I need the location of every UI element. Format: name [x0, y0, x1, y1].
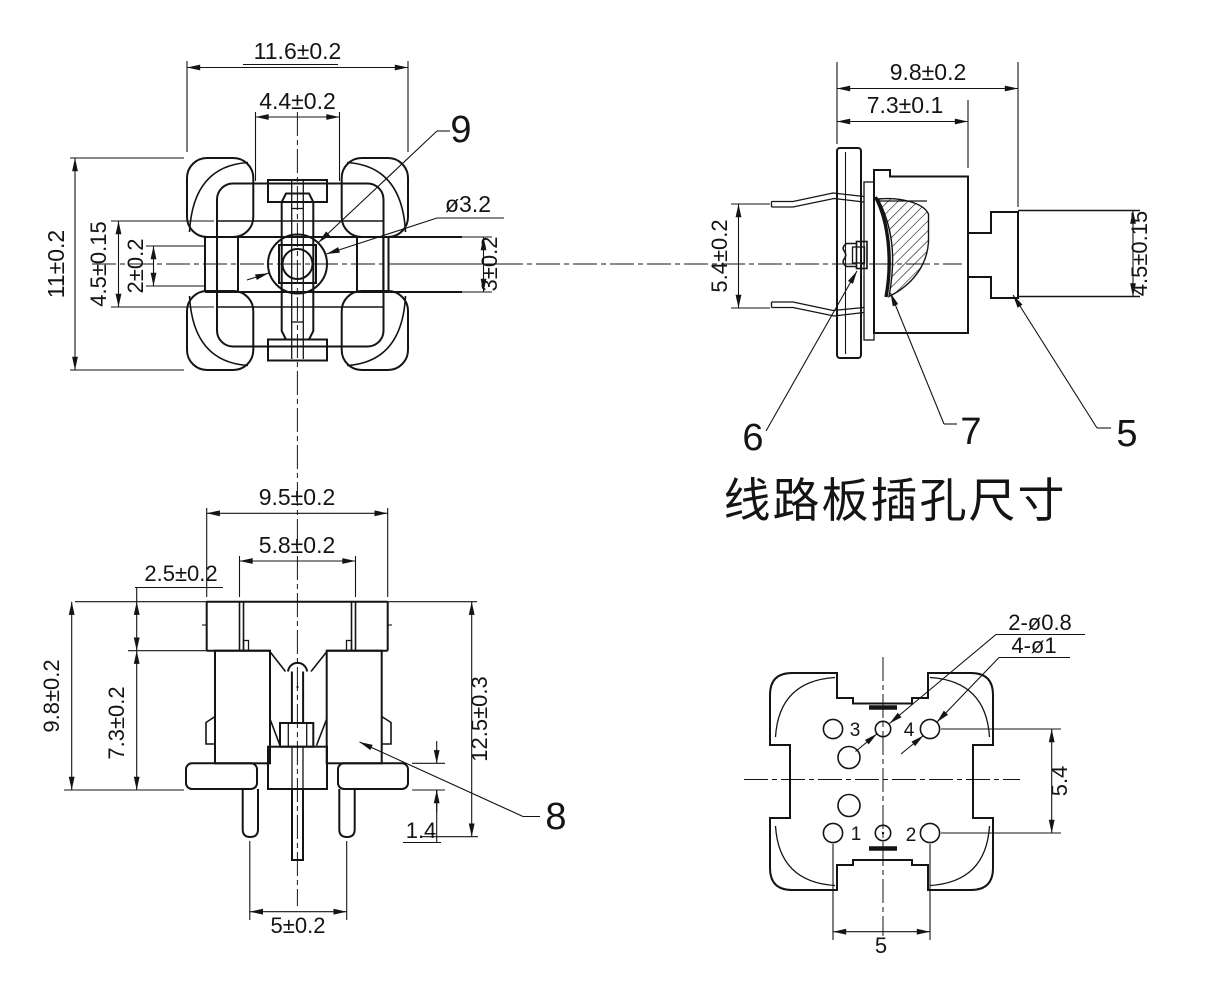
dim-front-flange-thickness: 1.4 [406, 818, 437, 843]
pcb-outline [769, 672, 994, 891]
dim-front-total-height: 12.5±0.3 [467, 676, 492, 761]
front-view-pin-right [338, 789, 356, 839]
side-view-body [873, 169, 969, 334]
pcb-hole-1 [822, 822, 844, 844]
pcb-pin-label-1: 1 [851, 824, 862, 845]
dim-front-step-height: 2.5±0.2 [144, 561, 217, 586]
dim-pcb-small-holes: 2-ø0.8 [1008, 610, 1072, 635]
pcb-large-hole-a [837, 745, 861, 770]
pcb-large-hole-b [837, 793, 861, 818]
pcb-hole-3 [822, 718, 844, 740]
pcb-pin-label-2: 2 [906, 825, 917, 846]
front-view-block-right [325, 649, 383, 765]
top-view-rotor-square [278, 244, 317, 284]
dim-front-block-height: 7.3±0.2 [104, 686, 129, 759]
dim-front-leg-span: 5.8±0.2 [259, 532, 336, 558]
front-view-flange-left [185, 762, 258, 790]
front-view: 9.5±0.2 5.8±0.2 2.5±0.2 7.3±0.2 9.8±0.2 … [39, 484, 567, 938]
dim-top-window-height: 4.5±0.15 [86, 221, 111, 306]
pcb-small-hole-bottom [874, 824, 892, 842]
side-view-element-arc [874, 196, 891, 298]
dim-side-body-width: 7.3±0.1 [867, 92, 944, 118]
dim-top-tab-height: 2±0.2 [123, 239, 148, 294]
dim-side-shaft-height: 4.5±0.15 [1127, 211, 1152, 296]
dim-top-overall-width: 11.6±0.2 [254, 38, 342, 64]
dim-pcb-col-spacing: 5 [875, 933, 887, 958]
callout-7: 7 [960, 411, 981, 453]
front-view-pin-left [241, 789, 259, 839]
side-view-flange [836, 147, 862, 359]
dim-front-pin-pitch: 5±0.2 [271, 913, 326, 938]
top-view-top-tab [267, 179, 328, 203]
dim-side-overall-width: 9.8±0.2 [890, 59, 967, 85]
dim-side-terminal-span: 5.4±0.2 [707, 219, 732, 292]
side-view-wafer [863, 181, 875, 341]
pcb-section-title: 线路板插孔尺寸 [724, 474, 1067, 527]
front-view-flange-right [337, 762, 409, 790]
top-view-adjust-hole [267, 233, 328, 295]
dim-front-body-height: 9.8±0.2 [39, 659, 64, 732]
side-view-terminal-top [770, 192, 865, 208]
side-view-terminal-bottom [770, 301, 865, 317]
pcb-pin-label-4: 4 [904, 720, 915, 741]
dim-top-hole-diameter: ø3.2 [445, 191, 491, 217]
pcb-hole-view: 3 4 1 2 2-ø0.8 4-ø1 5.4 5 [769, 610, 1085, 958]
side-view-shaft-block [967, 211, 1019, 299]
dim-top-overall-height: 11±0.2 [43, 230, 69, 298]
dim-front-top-width: 9.5±0.2 [259, 484, 336, 510]
dim-pcb-row-spacing: 5.4 [1047, 766, 1072, 797]
pcb-hole-2 [919, 822, 941, 844]
callout-5: 5 [1116, 413, 1137, 455]
front-view-dome [287, 661, 309, 672]
top-view: 11.6±0.2 4.4±0.2 11±0.2 4.5±0.15 2±0.2 3… [43, 38, 504, 371]
dim-top-shaft-height: 3±0.2 [477, 237, 502, 292]
pcb-hole-4 [919, 718, 941, 740]
front-view-block-left [214, 649, 271, 765]
pcb-small-hole-top [874, 720, 892, 738]
top-view-slot [280, 192, 315, 341]
front-view-center-shaft [291, 788, 304, 861]
callout-6: 6 [742, 417, 763, 459]
side-view-wiper [842, 242, 857, 268]
side-view-section-hatch [876, 197, 930, 298]
front-view-nut [279, 722, 315, 748]
dim-pcb-large-holes: 4-ø1 [1011, 633, 1056, 658]
callout-9: 9 [450, 109, 471, 151]
side-view: 9.8±0.2 7.3±0.1 5.4±0.2 4.5±0.15 6 7 5 [707, 59, 1152, 459]
dim-top-slot-width: 4.4±0.2 [259, 88, 336, 114]
pcb-pin-label-3: 3 [850, 720, 861, 741]
callout-8: 8 [545, 796, 566, 838]
